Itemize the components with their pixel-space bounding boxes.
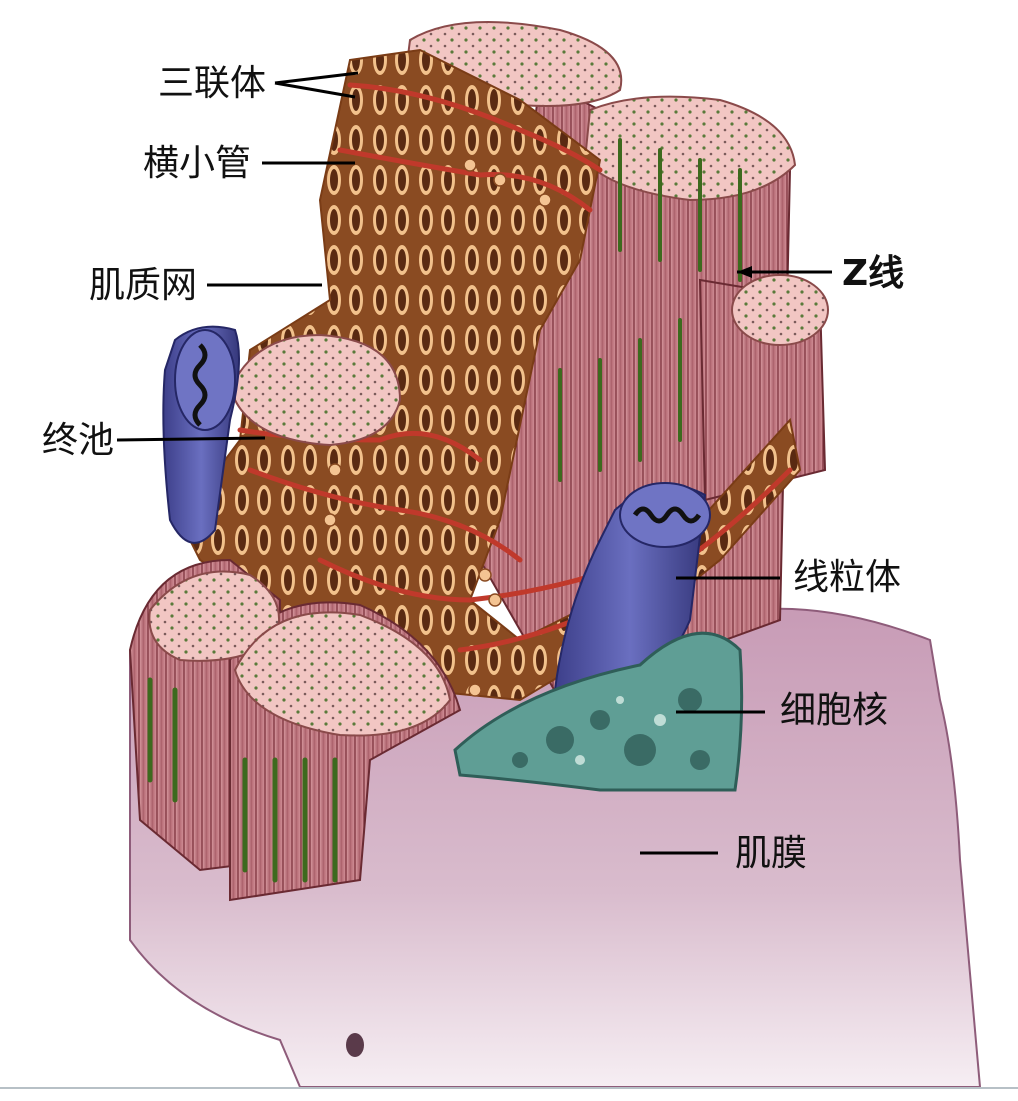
label-sarcolemma: 肌膜 xyxy=(735,833,808,874)
label-terminal-cisterna: 终池 xyxy=(42,420,115,461)
label-t-tubule: 横小管 xyxy=(143,143,252,184)
label-z-line: Z线 xyxy=(842,253,905,294)
bottom-divider xyxy=(0,1087,1018,1089)
label-triad: 三联体 xyxy=(158,63,267,104)
label-nucleus: 细胞核 xyxy=(780,690,889,731)
label-mitochondrion: 线粒体 xyxy=(793,557,902,598)
label-sarcoplasmic-reticulum: 肌质网 xyxy=(89,265,198,306)
